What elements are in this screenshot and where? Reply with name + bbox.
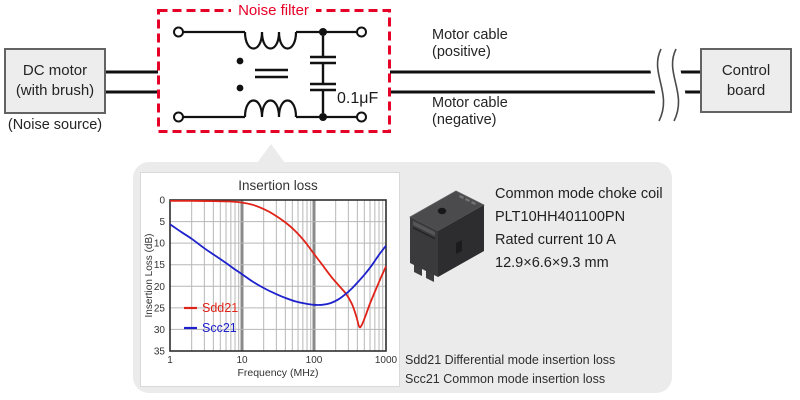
choke-top-hole [437, 207, 447, 215]
svg-text:1: 1 [167, 355, 173, 366]
motor-cable-positive-label: Motor cable (positive) [432, 27, 508, 61]
choke-foot [426, 270, 434, 282]
svg-text:35: 35 [154, 347, 166, 358]
motor-wires [102, 70, 700, 94]
product-part-number: PLT10HH401100PN [495, 209, 626, 225]
sdd21-note: Sdd21 Differential mode insertion loss [405, 353, 616, 367]
choke-notch [456, 240, 462, 254]
polarity-dot-top [236, 57, 244, 65]
terminal [173, 111, 184, 123]
svg-text:Sdd21: Sdd21 [202, 301, 238, 315]
product-name: Common mode choke coil [495, 186, 663, 202]
choke-marking [471, 201, 476, 205]
junction-bottom [319, 113, 327, 121]
panel-pointer [257, 144, 285, 163]
scc21-note: Scc21 Common mode insertion loss [405, 371, 606, 386]
product-rated-current: Rated current 10 A [495, 232, 616, 248]
bottom-coil [243, 99, 298, 118]
core-lines [255, 68, 288, 79]
terminal [173, 26, 184, 38]
control-board-line2: board [726, 81, 766, 99]
motor-cable-negative-label: Motor cable (negative) [432, 95, 508, 129]
svg-text:0: 0 [159, 196, 165, 207]
svg-text:100: 100 [306, 355, 323, 366]
svg-text:Scc21: Scc21 [202, 321, 237, 335]
svg-text:5: 5 [159, 217, 165, 228]
terminal [356, 26, 367, 38]
svg-text:10: 10 [154, 239, 166, 250]
product-info: Common mode choke coil PLT10HH401100PN R… [495, 186, 663, 278]
cable-break-icon [650, 45, 686, 125]
capacitors [310, 36, 336, 113]
control-board-line1: Control [721, 61, 771, 79]
svg-text:Frequency (MHz): Frequency (MHz) [237, 367, 318, 379]
svg-text:15: 15 [154, 260, 166, 271]
junction-top [319, 28, 327, 36]
noise-source-label: (Noise source) [7, 117, 103, 133]
capacitor-value-label: 0.1μF [337, 90, 379, 107]
svg-text:30: 30 [154, 325, 166, 336]
dc-motor-line1: DC motor [22, 62, 88, 80]
control-board-box: Control board [700, 48, 792, 113]
circuit-diagram-svg [102, 9, 700, 133]
choke-coil-image [409, 190, 485, 282]
svg-text:Insertion loss: Insertion loss [238, 178, 318, 193]
svg-text:25: 25 [154, 303, 166, 314]
choke-marking [459, 195, 464, 199]
dc-motor-box: DC motor (with brush) [4, 48, 106, 114]
top-coil [243, 31, 298, 50]
svg-text:Insertion Loss (dB): Insertion Loss (dB) [144, 234, 155, 318]
terminal [356, 111, 367, 123]
insertion-loss-chart-svg: 0 5 10 15 20 25 30 351 10 100 1000 Insertion lossFr… [144, 178, 398, 379]
product-dimensions: 12.9×6.6×9.3 mm [495, 255, 609, 271]
svg-text:10: 10 [236, 355, 248, 366]
choke-marking [465, 198, 470, 202]
filter-schematic [173, 26, 367, 123]
svg-text:1000: 1000 [375, 355, 398, 366]
choke-terminal-groove [413, 221, 435, 236]
choke-foot [414, 264, 422, 276]
svg-text:20: 20 [154, 282, 166, 293]
chart-notes: Sdd21 Differential mode insertion loss S… [405, 351, 615, 388]
dc-motor-line2: (with brush) [15, 82, 95, 99]
polarity-dot-bottom [236, 84, 244, 92]
